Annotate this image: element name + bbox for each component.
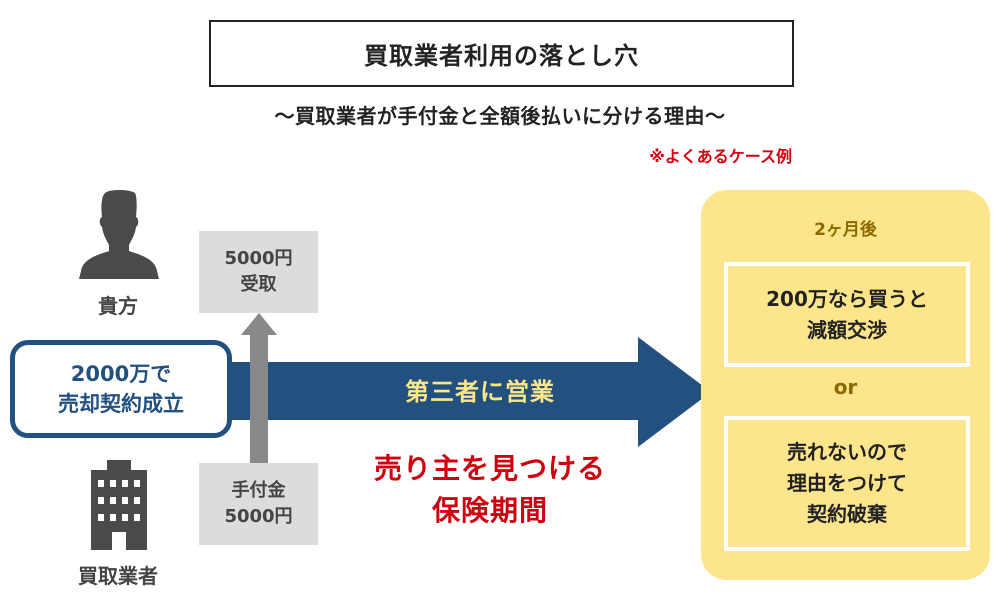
option2-line-1: 売れないので <box>787 440 907 464</box>
period-line-1: 売り主を見つける <box>373 452 606 485</box>
main-flow-arrow <box>225 337 711 447</box>
contract-status: 売却契約成立 <box>58 392 184 416</box>
outcome-heading: 2ヶ月後 <box>814 220 877 240</box>
deposit-amount: 5000円 <box>224 506 293 527</box>
payment-received-box: 5000円 受取 <box>199 231 318 313</box>
outcome-option-cancellation: 売れないので 理由をつけて 契約破棄 <box>724 416 970 551</box>
person-icon <box>79 190 159 279</box>
contract-box: 2000万で 売却契約成立 <box>10 340 232 438</box>
case-example-note: ※よくあるケース例 <box>649 147 792 166</box>
contract-amount: 2000万で <box>70 362 172 386</box>
outcome-option-price-reduction: 200万なら買うと 減額交渉 <box>724 262 970 367</box>
or-separator: or <box>833 375 858 399</box>
outcome-panel <box>701 190 990 580</box>
received-amount: 5000円 <box>224 248 293 269</box>
option2-line-3: 契約破棄 <box>807 502 887 526</box>
main-arrow-label: 第三者に営業 <box>405 378 555 406</box>
deposit-label: 手付金 <box>231 480 286 501</box>
diagram-title-box: 買取業者利用の落とし穴 <box>209 20 794 87</box>
diagram-title: 買取業者利用の落とし穴 <box>364 42 639 70</box>
option2-line-2: 理由をつけて <box>787 471 907 495</box>
payment-arrow-shaft <box>250 335 268 463</box>
seller-label: 貴方 <box>98 294 138 318</box>
insurance-period-text: 売り主を見つける 保険期間 <box>315 448 665 532</box>
option1-line-2: 減額交渉 <box>807 317 887 342</box>
period-line-2: 保険期間 <box>431 494 548 527</box>
building-icon <box>91 460 147 550</box>
diagram-subtitle: 〜買取業者が手付金と全額後払いに分ける理由〜 <box>274 104 726 128</box>
received-label: 受取 <box>240 274 277 295</box>
buyer-label: 買取業者 <box>78 564 158 588</box>
payment-arrow-head <box>241 313 277 335</box>
option1-line-1: 200万なら買うと <box>766 286 928 311</box>
deposit-box: 手付金 5000円 <box>199 463 318 545</box>
